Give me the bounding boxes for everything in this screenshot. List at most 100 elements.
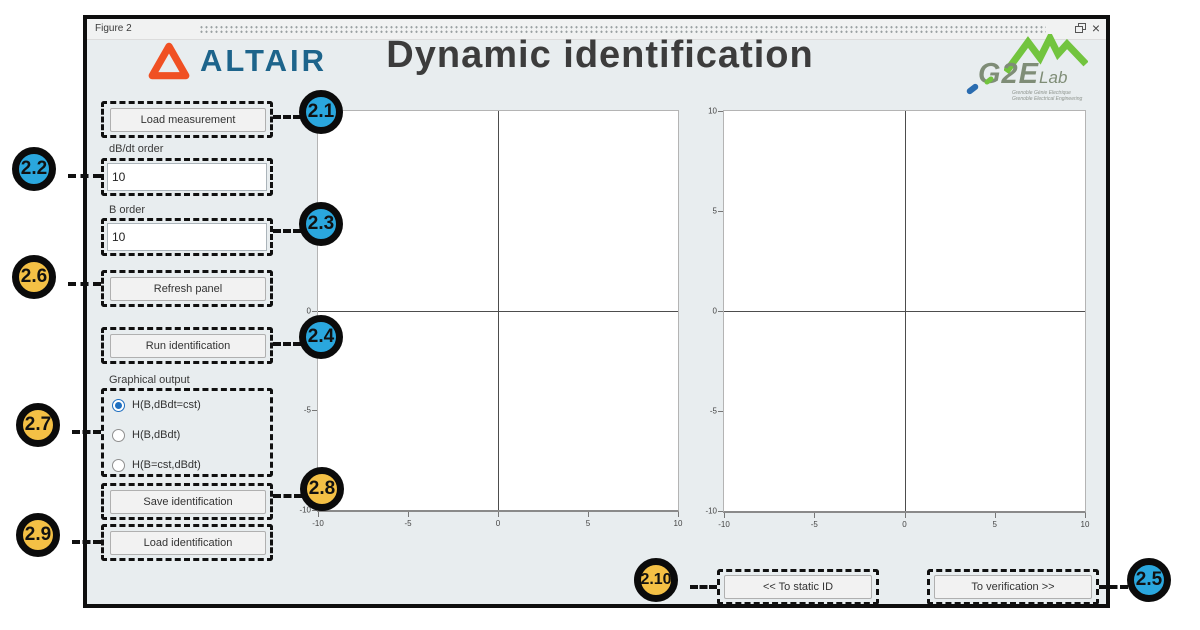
altair-logo: ALTAIR bbox=[148, 42, 327, 80]
save-identification-button[interactable]: Save identification bbox=[110, 490, 266, 514]
x-tick-label: 0 bbox=[495, 519, 501, 528]
dbdt-order-label: dB/dt order bbox=[109, 143, 164, 155]
b-order-label: B order bbox=[109, 204, 146, 216]
connector-2-2 bbox=[68, 174, 101, 178]
restore-icon[interactable] bbox=[1074, 23, 1086, 33]
y-tick-label: -5 bbox=[303, 405, 311, 415]
to-static-id-button[interactable]: << To static ID bbox=[724, 575, 872, 599]
connector-2-3 bbox=[273, 229, 301, 233]
y-tick-label: 5 bbox=[712, 206, 717, 216]
radio-option-label: H(B=cst,dBdt) bbox=[132, 459, 201, 471]
radio-unselected-icon[interactable] bbox=[112, 458, 125, 472]
y-tick bbox=[718, 511, 723, 512]
g2e-wordmark: G2ELab bbox=[978, 58, 1067, 91]
g2e-text: G2E bbox=[978, 58, 1040, 90]
radio-option-label: H(B,dBdt) bbox=[132, 429, 181, 441]
x-tick bbox=[678, 512, 679, 517]
right-plot-zero-hline bbox=[724, 311, 1085, 312]
y-tick-label: -10 bbox=[705, 506, 717, 516]
titlebar-buttons: × bbox=[1074, 20, 1100, 36]
x-tick bbox=[904, 513, 906, 518]
close-icon[interactable]: × bbox=[1091, 20, 1100, 36]
g2e-subtitle: Grenoble Génie Electrique Grenoble Elect… bbox=[1012, 90, 1082, 102]
x-tick bbox=[814, 513, 816, 518]
altair-triangle-icon bbox=[148, 42, 190, 80]
y-tick bbox=[312, 310, 317, 312]
x-tick bbox=[588, 512, 589, 517]
y-tick-label: -5 bbox=[709, 406, 717, 416]
x-tick-label: 10 bbox=[673, 519, 683, 528]
y-tick bbox=[312, 510, 317, 511]
connector-2-10 bbox=[690, 585, 717, 589]
y-tick-label: 0 bbox=[306, 306, 311, 315]
titlebar-drag-dots[interactable] bbox=[199, 25, 1046, 34]
callout-2.9: 2.9 bbox=[16, 513, 60, 557]
connector-2-5 bbox=[1099, 585, 1128, 589]
connector-2-6 bbox=[68, 282, 101, 286]
to-verification-button[interactable]: To verification >> bbox=[934, 575, 1092, 599]
connector-2-1 bbox=[273, 115, 301, 119]
radio-option-2[interactable]: H(B,dBdt) bbox=[112, 420, 201, 450]
callout-2.4: 2.4 bbox=[299, 315, 343, 359]
y-tick bbox=[718, 111, 723, 112]
window-title: Figure 2 bbox=[95, 23, 132, 34]
x-tick bbox=[994, 513, 996, 518]
g2e-subtitle-en: Grenoble Electrical Engineering bbox=[1012, 96, 1083, 102]
graphical-output-label: Graphical output bbox=[109, 374, 190, 386]
x-tick-label: 0 bbox=[902, 520, 907, 529]
x-tick-label: -5 bbox=[404, 519, 412, 528]
y-tick-label: -10 bbox=[299, 505, 311, 515]
load-identification-button[interactable]: Load identification bbox=[110, 531, 266, 555]
radio-selected-icon[interactable] bbox=[112, 398, 125, 412]
g2e-lab-text: Lab bbox=[1039, 68, 1068, 87]
x-tick-label: 10 bbox=[1080, 520, 1090, 529]
y-tick bbox=[312, 410, 317, 412]
radio-option-1[interactable]: H(B,dBdt=cst) bbox=[112, 390, 201, 420]
x-tick bbox=[318, 512, 319, 517]
x-tick-label: -5 bbox=[810, 520, 818, 529]
g2elab-logo: G2ELab Grenoble Génie Electrique Grenobl… bbox=[952, 34, 1112, 102]
y-tick bbox=[718, 311, 723, 312]
refresh-panel-button[interactable]: Refresh panel bbox=[110, 277, 266, 301]
b-order-input[interactable] bbox=[107, 223, 267, 251]
radio-unselected-icon[interactable] bbox=[112, 428, 125, 442]
radio-option-label: H(B,dBdt=cst) bbox=[132, 399, 201, 411]
g2e-subtitle-fr: Grenoble Génie Electrique bbox=[1012, 90, 1071, 96]
page-title: Dynamic identification bbox=[386, 34, 814, 76]
callout-2.5: 2.5 bbox=[1127, 558, 1171, 602]
callout-2.2: 2.2 bbox=[12, 147, 56, 191]
titlebar[interactable]: Figure 2 × bbox=[87, 19, 1106, 40]
x-tick-label: -10 bbox=[312, 519, 324, 528]
y-tick-label: 10 bbox=[708, 106, 717, 116]
connector-2-9 bbox=[72, 540, 101, 544]
x-tick bbox=[724, 513, 725, 518]
load-measurement-button[interactable]: Load measurement bbox=[110, 108, 266, 132]
y-tick bbox=[718, 211, 723, 212]
x-tick-label: 5 bbox=[992, 520, 997, 529]
x-tick bbox=[498, 512, 499, 517]
callout-2.10: 2.10 bbox=[634, 558, 678, 602]
connector-2-4 bbox=[273, 342, 301, 346]
graphical-output-radio-group: H(B,dBdt=cst) H(B,dBdt) H(B=cst,dBdt) bbox=[112, 390, 201, 480]
connector-2-7 bbox=[72, 430, 101, 434]
g2e-mountain-icon bbox=[1004, 34, 1088, 74]
x-tick bbox=[1085, 513, 1086, 518]
radio-option-3[interactable]: H(B=cst,dBdt) bbox=[112, 450, 201, 480]
left-plot-zero-hline bbox=[318, 310, 678, 312]
run-identification-button[interactable]: Run identification bbox=[110, 334, 266, 358]
dbdt-order-input[interactable] bbox=[107, 163, 267, 191]
callout-2.1: 2.1 bbox=[299, 90, 343, 134]
connector-2-8 bbox=[273, 494, 302, 498]
x-tick bbox=[408, 512, 409, 517]
callout-2.8: 2.8 bbox=[300, 467, 344, 511]
callout-2.3: 2.3 bbox=[299, 202, 343, 246]
callout-2.6: 2.6 bbox=[12, 255, 56, 299]
callout-2.7: 2.7 bbox=[16, 403, 60, 447]
y-tick bbox=[718, 411, 723, 412]
x-tick-label: 5 bbox=[585, 519, 591, 528]
y-tick-label: 0 bbox=[712, 306, 717, 316]
altair-wordmark: ALTAIR bbox=[200, 43, 328, 78]
